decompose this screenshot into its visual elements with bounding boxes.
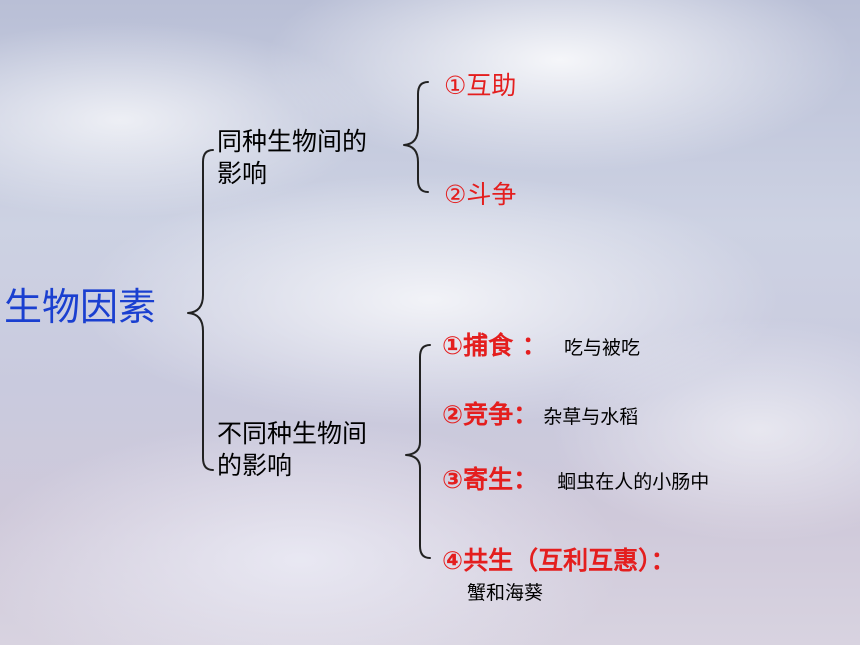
- leaf-parasitism-desc: 蛔虫在人的小肠中: [557, 471, 710, 493]
- same-species-label-line2: 影响: [217, 159, 268, 188]
- leaf-predation-desc: 吃与被吃: [563, 337, 640, 359]
- root-label: 生物因素: [4, 285, 157, 329]
- same-species-label-line1: 同种生物间的: [217, 127, 368, 156]
- leaf-symbiosis-desc: 蟹和海葵: [467, 582, 544, 604]
- leaf-parasitism-label: ③寄生：: [442, 465, 539, 494]
- leaf-predation-label: ①捕食 ：: [442, 331, 547, 360]
- different-species-label: 不同种生物间 的影响: [217, 418, 367, 482]
- leaf-competition-desc: 杂草与水稻: [543, 406, 639, 428]
- different-species-label-line2: 的影响: [217, 451, 293, 480]
- same-species-brace: [403, 81, 429, 193]
- root-brace: [187, 149, 214, 471]
- leaf-parasitism: ③寄生： 蛔虫在人的小肠中: [442, 465, 709, 495]
- leaf-competition: ②竞争： 杂草与水稻: [442, 400, 638, 430]
- different-species-label-line1: 不同种生物间: [217, 419, 368, 448]
- leaf-struggle: ②斗争: [444, 180, 517, 209]
- leaf-predation: ①捕食 ： 吃与被吃: [442, 331, 640, 361]
- same-species-label: 同种生物间的 影响: [217, 126, 367, 190]
- leaf-competition-label: ②竞争：: [442, 400, 539, 429]
- leaf-symbiosis-label: ④共生（互利互惠）：: [442, 546, 676, 575]
- different-species-brace: [405, 344, 431, 559]
- leaf-mutual-aid: ①互助: [444, 71, 517, 100]
